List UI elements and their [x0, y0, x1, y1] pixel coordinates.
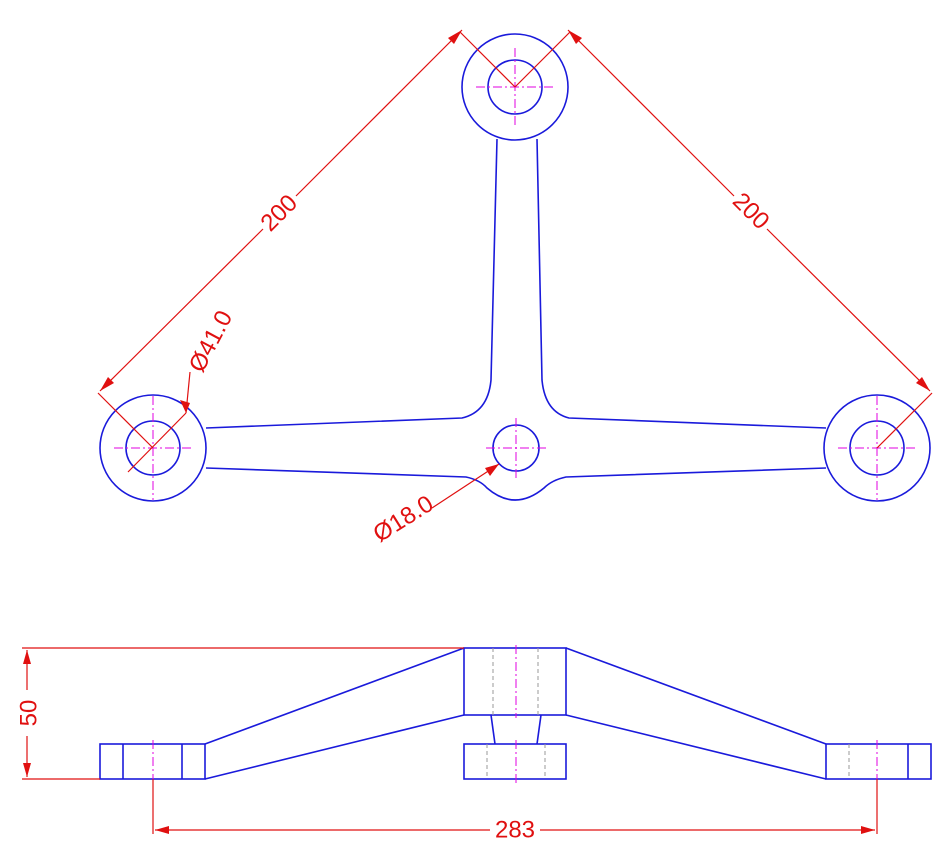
top-view: 200 200 Ø41.0 Ø18.0 [97, 29, 933, 548]
dim-right-arm-text: 200 [727, 187, 774, 234]
dim-boss-diameter-text: Ø41.0 [184, 306, 239, 376]
dim-height [22, 647, 464, 780]
center-hub [463, 645, 567, 745]
dim-height-text: 50 [15, 700, 42, 727]
center-foot [463, 740, 567, 783]
dim-boss-diameter [127, 371, 191, 473]
spider-body [205, 138, 827, 501]
side-arms [204, 647, 827, 780]
dim-center-hole [431, 463, 500, 509]
left-foot [99, 740, 206, 783]
dim-center-hole-text: Ø18.0 [369, 490, 439, 548]
dim-hole-spacing-text: 283 [495, 816, 535, 843]
side-view: 50 283 [15, 645, 932, 843]
dim-left-arm [97, 29, 516, 449]
right-foot [825, 740, 932, 783]
dim-hole-spacing [152, 779, 878, 834]
dim-right-arm [514, 29, 933, 449]
